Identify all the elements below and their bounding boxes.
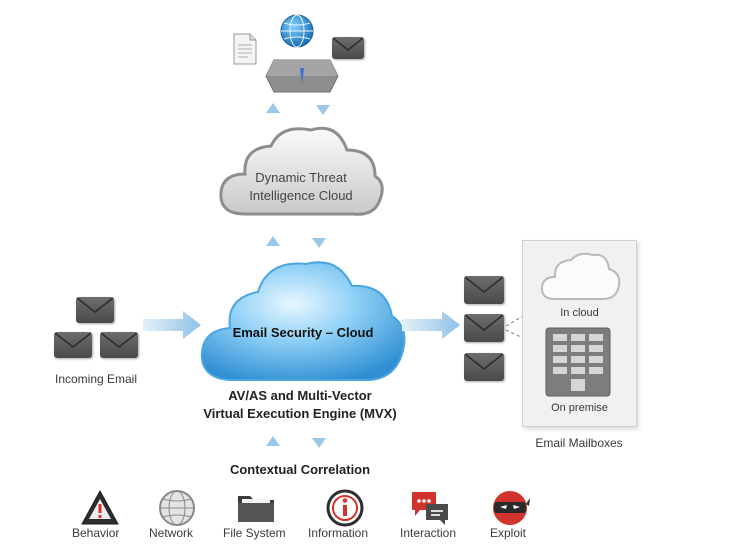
email-security-cloud: Email Security – Cloud [196,252,410,392]
envelope-icon [100,332,138,358]
envelope-icon [464,314,504,342]
arrow-down [316,105,330,115]
warning-icon [80,488,120,528]
arrow-right [402,311,462,339]
arrow-up [266,236,280,246]
folder-icon [236,488,276,528]
on-premise-label: On premise [551,402,608,414]
envelope-icon [76,297,114,323]
engine-line2: Virtual Execution Engine (MVX) [203,406,397,421]
arrow-down [312,438,326,448]
in-cloud-label: In cloud [560,307,599,319]
intelligence-cloud: Dynamic Threat Intelligence Cloud [215,118,387,228]
document-icon [232,33,258,65]
category-label-network: Network [149,526,194,540]
category-label-file-system: File System [223,526,286,540]
server-cabinet-icon [545,327,611,397]
email-mailboxes-caption: Email Mailboxes [535,436,623,450]
small-cloud-icon [537,249,623,307]
envelope-icon [464,353,504,381]
arrow-down [312,238,326,248]
category-label-exploit: Exploit [490,526,527,540]
envelope-icon [464,276,504,304]
category-label-information: Information [308,526,369,540]
intelligence-cloud-line2: Intelligence Cloud [249,188,353,203]
intelligence-cloud-line1: Dynamic Threat [255,170,347,185]
globe-icon [279,13,315,49]
incoming-email-label: Incoming Email [54,372,138,386]
arrow-up [266,436,280,446]
mailboxes-panel: In cloud On premise [522,240,637,427]
appliance-icon [264,56,340,96]
globe-icon [157,488,197,528]
arrow-up [266,103,280,113]
email-security-cloud-label: Email Security – Cloud [232,325,374,340]
engine-line1: AV/AS and Multi-Vector [228,388,372,403]
category-label-behavior: Behavior [72,526,120,540]
arrow-right [143,311,203,339]
ninja-icon [490,488,530,528]
category-label-interaction: Interaction [400,526,457,540]
contextual-correlation-label: Contextual Correlation [229,462,371,477]
envelope-icon [332,37,364,59]
envelope-icon [54,332,92,358]
info-icon [325,488,365,528]
chat-bubbles-icon [410,488,450,528]
